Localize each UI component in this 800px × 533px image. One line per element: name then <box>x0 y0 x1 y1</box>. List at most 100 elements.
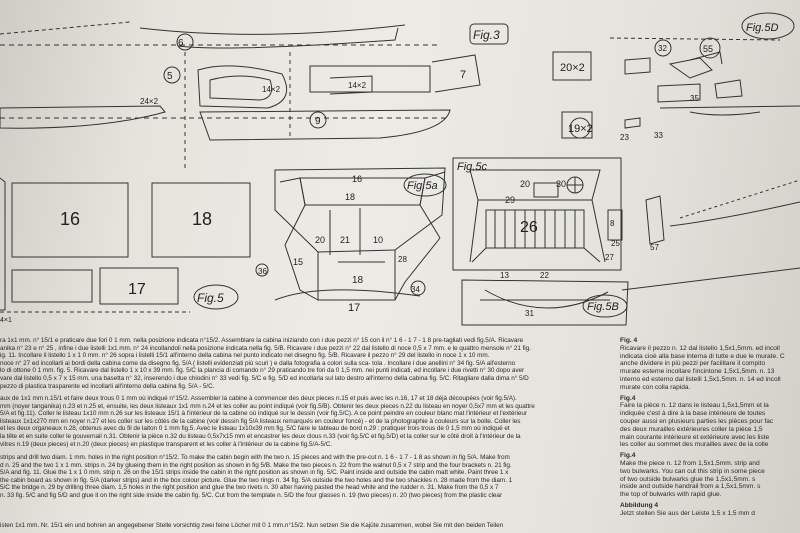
label-part-21: 21 <box>340 235 350 245</box>
label-part-17: 17 <box>128 281 146 298</box>
italian-line: anika n° 23 e n° 25 , infine i due liste… <box>0 344 531 352</box>
french-line: la tête et en suite coller le gouvernail… <box>0 432 521 440</box>
fig-5b-drawing <box>461 279 629 326</box>
label-part-8: 8 <box>610 219 615 228</box>
italian-line: pezzo di plastica trasparente ed incolla… <box>0 382 215 390</box>
label-part-18: 18 <box>192 209 212 229</box>
french-line: aux de 1x1 mm n.15/1 et faire deux trous… <box>0 395 517 402</box>
italian-line: lo di ottone 0 1 mm. fig. 5. Ricavare da… <box>0 367 525 375</box>
fig-3-label: Fig.3 <box>473 28 500 42</box>
label-part-14x2-a: 14×2 <box>262 85 281 94</box>
label-part-26: 26 <box>520 219 538 236</box>
part-5-outline <box>197 65 288 109</box>
label-part-23: 23 <box>620 133 629 142</box>
italian-line: ig. 11. Incollare il listello 1 x 1 0 mm… <box>0 352 490 360</box>
fig4-line: Faire la pièce n. 12 dans le listeau 1,5… <box>620 402 769 410</box>
fig4-line: two bulwarks. You can cut this strip in … <box>620 467 765 475</box>
part-18-outline <box>151 182 251 258</box>
label-part-7: 7 <box>460 69 466 81</box>
fig4-line: Ricavare il pezzo n. 12 dal listello 1,5… <box>620 344 780 352</box>
part-14-outline <box>309 65 431 93</box>
french-instructions: aux de 1x1 mm n.15/1 et faire deux trous… <box>0 395 605 448</box>
part-6-outline <box>177 27 399 49</box>
fig4-line: anche dividere in più pezzi per facilita… <box>620 360 766 368</box>
english-line: n. 33 fig. 5/C and fig 5/D and glue it o… <box>0 491 503 499</box>
part-20-outline <box>552 51 592 81</box>
right-column-fig4: Fig. 4 Ricavare il pezzo n. 12 dal liste… <box>620 337 800 518</box>
label-part-16: 16 <box>60 209 80 229</box>
french-line: vitres n.19 (deux pieces) et n.20 (deux … <box>0 440 333 448</box>
construction-plan-drawing: 6 5 7 9 16 18 17 20×2 19×2 14×2 14×2 24×… <box>0 12 800 326</box>
label-part-20-a: 20 <box>315 235 325 245</box>
fig4-line: interno ed esterno dal listelli 1,5x1,5m… <box>620 375 781 383</box>
label-part-35: 35 <box>690 94 699 103</box>
english-line: 5/C the bridge n. 29 by drilling three d… <box>0 484 499 492</box>
fig4-line: des deux murailles extérieures coller la… <box>620 425 763 433</box>
fig-5d-label: Fig.5D <box>746 22 778 34</box>
label-part-19x2: 19×2 <box>568 123 593 135</box>
english-line: 5/A and fig. 11. Glue the 1 x 1 0 mm. st… <box>0 469 509 477</box>
label-part-13: 13 <box>500 271 509 280</box>
label-part-20x2: 20×2 <box>560 62 585 74</box>
part-16-outline <box>11 182 129 258</box>
label-part-25: 25 <box>611 239 620 248</box>
label-part-57: 57 <box>650 243 659 252</box>
fig4-line: indicata cioè alla base interna di tutte… <box>620 352 785 360</box>
italian-line: ra 1x1 mm. n° 15/1 e praticare due fori … <box>0 337 524 344</box>
fig4-line: murate con colla rapida. <box>620 383 691 391</box>
fig-5c-interior-drawing <box>452 157 623 271</box>
fig4-line: the top of bulwarks with rapid glue. <box>620 491 722 499</box>
french-line: 5/A et fig.11). Coller le listeau 1x10 m… <box>0 410 527 418</box>
label-part-14x2-b: 14×2 <box>348 81 367 90</box>
label-part-16-b: 16 <box>352 174 362 184</box>
fig-5-label: Fig.5 <box>197 291 224 305</box>
label-part-33: 33 <box>654 131 663 140</box>
label-part-55: 55 <box>703 44 713 54</box>
label-part-22: 22 <box>540 271 549 280</box>
fig-5b-label: Fig.5B <box>587 301 619 313</box>
german-instructions: isten 1x1 mm. Nr. 15/1 ein und bohren an… <box>0 522 605 530</box>
fig-5d-drawing <box>609 37 800 291</box>
label-part-36: 36 <box>258 267 267 276</box>
fig4-line: of two outside bulwarks glue the 1,5x1,5… <box>620 475 756 483</box>
english-line: d n. 25 and the two 1 x 1 mm. strips n. … <box>0 461 512 469</box>
fig4-line: inside and outside handrail from a 1,5x1… <box>620 483 761 491</box>
french-line: mm (noyer tanganika) n.23 et n.25 et, en… <box>0 402 535 410</box>
label-part-30: 30 <box>556 179 566 189</box>
italian-line: noce n° 27 ed incollarli ai bordi della … <box>0 359 516 367</box>
fig4-line: Jetzt stellen Sie aus der Leiste 1,5 x 1… <box>620 509 755 517</box>
label-part-34: 34 <box>411 285 420 294</box>
label-part-9: 9 <box>315 116 321 127</box>
english-instructions: strips and drill two diam. 1 mm. holes i… <box>0 454 605 500</box>
fig4-heading: Fig.4 <box>620 452 636 460</box>
label-part-28: 28 <box>398 255 407 264</box>
label-part-6: 6 <box>178 38 184 49</box>
fig-5a-label: Fig.5a <box>407 180 438 192</box>
fig4-line: murate esterne incollare l'incintone 1,5… <box>620 368 775 376</box>
part-17-outline <box>99 267 179 305</box>
label-part-18-b: 18 <box>345 192 355 202</box>
label-part-24x2: 24×2 <box>140 97 159 106</box>
fig4-line: couper aussi en plusieurs parties les pi… <box>620 417 774 425</box>
fig4-line: Make the piece n. 12 from 1,5x1,5mm. str… <box>620 459 760 467</box>
fig4-line: main courante intérieure et extérieure a… <box>620 433 770 441</box>
label-part-32: 32 <box>658 44 667 53</box>
french-line: listeaux 1x1x270 mm en noyer n.27 et les… <box>0 417 521 425</box>
fig4-heading: Fig. 4 <box>620 337 638 344</box>
plan-line <box>139 24 406 35</box>
italian-line: vare dal listello 0,5 x 7 x 15 mm. una b… <box>0 374 529 382</box>
label-part-17-b: 17 <box>348 302 360 314</box>
english-line: strips and drill two diam. 1 mm. holes i… <box>0 454 510 461</box>
german-line: isten 1x1 mm. Nr. 15/1 ein und bohren an… <box>0 522 504 529</box>
french-line: et les deux organeaux n.28, obtenus avec… <box>0 425 510 433</box>
part-24-outline <box>0 105 166 129</box>
part-9-outline <box>199 109 451 141</box>
label-part-15: 15 <box>293 257 303 267</box>
label-part-5: 5 <box>167 71 173 82</box>
fig4-heading: Fig.4 <box>620 394 636 402</box>
fig4-line: les coller au sommet des murailles avec … <box>620 441 769 449</box>
label-part-29: 29 <box>505 195 515 205</box>
label-part-27: 27 <box>605 253 614 262</box>
italian-instructions: ra 1x1 mm. n° 15/1 e praticare due fori … <box>0 337 605 390</box>
